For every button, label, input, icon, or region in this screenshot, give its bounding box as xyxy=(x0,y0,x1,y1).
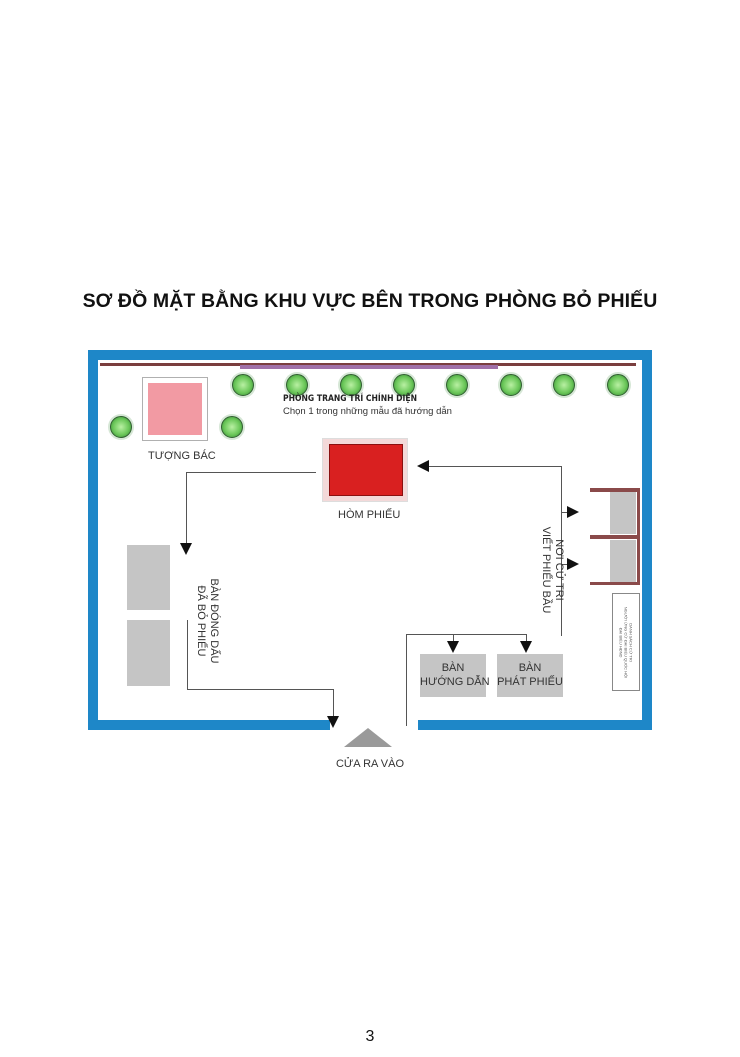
plant-icon xyxy=(446,374,468,396)
voting-booth-2 xyxy=(610,540,636,582)
voter-list-text: DANH SÁCH CỬ TRI NGƯỜI ỨNG CỬ ĐẠI BIỂU Q… xyxy=(619,589,634,697)
ballot-box xyxy=(329,444,403,496)
statue-label: TƯỢNG BÁC xyxy=(148,450,216,462)
voter-list-board xyxy=(612,593,640,691)
flow-line xyxy=(428,466,562,467)
ballot-issue-table xyxy=(497,654,563,697)
flow-line xyxy=(561,466,562,636)
voting-booth-1 xyxy=(610,492,636,534)
plant-icon xyxy=(232,374,254,396)
plant-icon xyxy=(553,374,575,396)
flow-line xyxy=(406,634,407,726)
guide-table-label-line1: BÀN xyxy=(441,662,465,674)
voter-list-line1: DANH SÁCH CỬ TRI xyxy=(628,623,634,662)
plant-icon xyxy=(393,374,415,396)
plant-icon xyxy=(110,416,132,438)
back-wall-line xyxy=(100,363,636,366)
door-triangle-icon xyxy=(344,728,392,747)
booth-divider xyxy=(590,582,640,585)
stamp-table-label-line2: ĐÃ BỎ PHIẾU xyxy=(195,585,207,657)
arrow-icon xyxy=(567,506,579,518)
ballot-box-label: HÒM PHIẾU xyxy=(338,509,401,521)
room-wall-top xyxy=(88,350,652,360)
decor-title: PHÒNG TRANG TRÍ CHÍNH DIỆN xyxy=(283,394,418,404)
arrow-icon xyxy=(327,716,339,728)
stamp-table-label: BÀN ĐÓNG DẤU ĐÃ BỎ PHIẾU xyxy=(192,561,220,681)
booth-divider xyxy=(590,488,640,492)
arrow-icon xyxy=(447,641,459,653)
voter-list-line2: NGƯỜI ỨNG CỬ ĐẠI BIỂU QUỐC HỘI xyxy=(623,606,629,679)
guide-table-label-line2: HƯỚNG DẪN xyxy=(420,676,490,688)
issue-table-label-line2: PHÁT PHIẾU xyxy=(497,676,563,688)
arrow-icon xyxy=(417,460,429,472)
plant-icon xyxy=(221,416,243,438)
flow-line xyxy=(333,689,334,717)
ballot-issue-table-label: BÀN PHÁT PHIẾU xyxy=(497,661,563,689)
arrow-icon xyxy=(567,558,579,570)
statue xyxy=(148,383,202,435)
flow-line xyxy=(186,472,316,473)
guide-table-label: BÀN HƯỚNG DẪN xyxy=(420,661,490,689)
arrow-icon xyxy=(520,641,532,653)
page-title: SƠ ĐỒ MẶT BẰNG KHU VỰC BÊN TRONG PHÒNG B… xyxy=(82,290,658,312)
flow-line xyxy=(187,689,333,690)
room-wall-left xyxy=(88,350,98,730)
plant-icon xyxy=(500,374,522,396)
stamp-table-1 xyxy=(127,545,170,610)
flow-line xyxy=(406,634,526,635)
stamp-table-2 xyxy=(127,620,170,686)
decor-subtitle: Chọn 1 trong những mẫu đã hướng dẫn xyxy=(283,406,452,417)
voting-booth-label-line2: VIẾT PHIẾU BẦU xyxy=(540,526,552,614)
arrow-icon xyxy=(180,543,192,555)
flow-line xyxy=(561,512,569,513)
voting-booth-label-line1: NƠI CỬ TRI xyxy=(553,539,565,601)
flow-line xyxy=(186,472,187,544)
stamp-table-label-line1: BÀN ĐÓNG DẤU xyxy=(208,578,220,664)
flow-line xyxy=(453,634,454,644)
flow-line xyxy=(187,620,188,690)
voting-booth-label: NƠI CỬ TRI VIẾT PHIẾU BẦU xyxy=(537,515,565,625)
room-wall-bottom-left xyxy=(88,720,330,730)
room-wall-bottom-right xyxy=(418,720,652,730)
door-label: CỬA RA VÀO xyxy=(335,758,405,770)
guide-table xyxy=(420,654,486,697)
plant-icon xyxy=(286,374,308,396)
voter-list-line3: ĐẠI BIỂU HĐND xyxy=(618,627,624,658)
plant-icon xyxy=(340,374,362,396)
plant-icon xyxy=(607,374,629,396)
booth-back xyxy=(637,488,640,585)
booth-divider xyxy=(590,535,640,539)
page-number: 3 xyxy=(365,1028,375,1045)
issue-table-label-line1: BÀN xyxy=(518,662,542,674)
decor-bar xyxy=(240,365,498,369)
flow-line xyxy=(561,564,569,565)
flow-line xyxy=(526,634,527,644)
room-wall-right xyxy=(642,350,652,730)
